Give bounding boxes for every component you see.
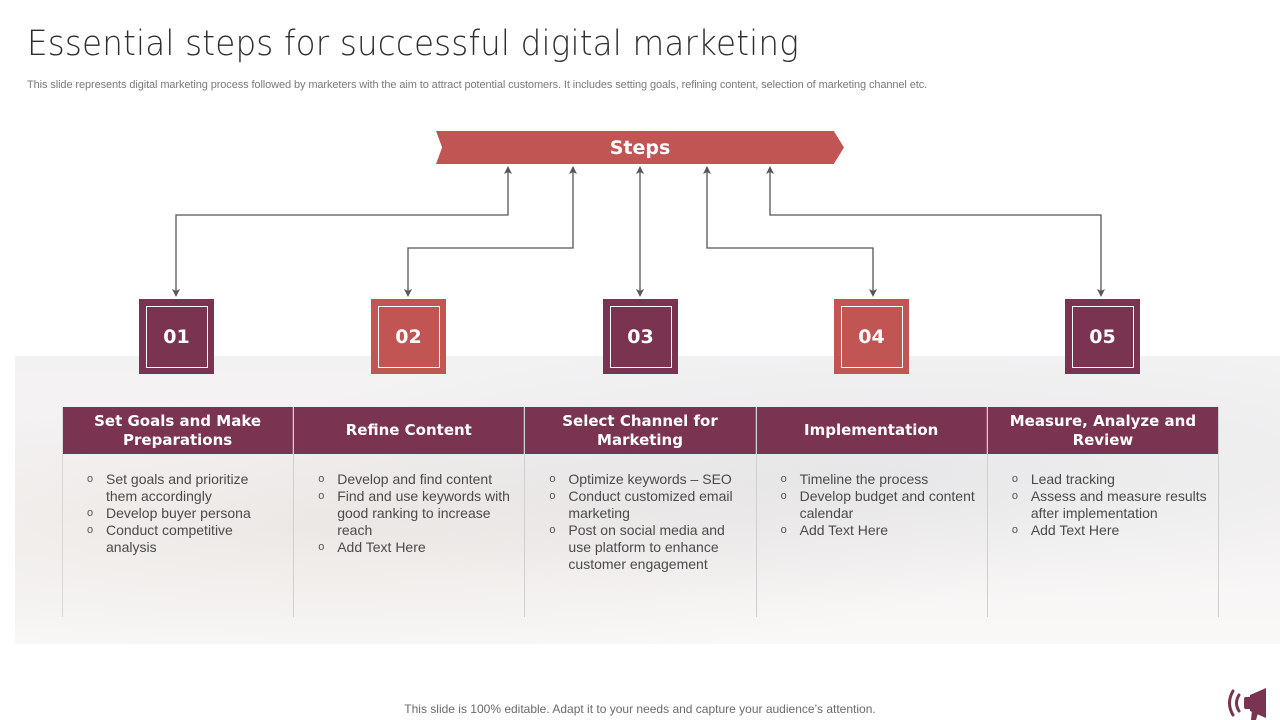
step-column-03: Select Channel for Marketing Optimize ke…	[525, 407, 757, 617]
step-heading: Measure, Analyze and Review	[987, 407, 1219, 454]
step-column-05: Measure, Analyze and Review Lead trackin…	[987, 407, 1220, 617]
list-item: Develop buyer persona	[87, 505, 283, 522]
list-item: Conduct competitive analysis	[87, 522, 283, 556]
step-heading: Implementation	[756, 407, 987, 454]
list-item: Develop and find content	[318, 471, 514, 488]
slide-title: Essential steps for successful digital m…	[27, 24, 799, 64]
step-heading: Set Goals and Make Preparations	[63, 407, 294, 454]
connector-05	[766, 166, 1105, 297]
step-number-box-05: 05	[1065, 299, 1140, 374]
slide-subtitle: This slide represents digital marketing …	[27, 79, 928, 91]
step-number-box-04: 04	[834, 299, 909, 374]
step-number: 05	[1071, 305, 1134, 368]
list-item: Timeline the process	[781, 471, 977, 488]
step-bullet-list: Develop and find content Find and use ke…	[318, 471, 514, 556]
step-bullet-list: Set goals and prioritize them accordingl…	[87, 471, 283, 556]
list-item: Assess and measure results after impleme…	[1012, 488, 1208, 522]
step-number-box-03: 03	[603, 299, 678, 374]
step-column-02: Refine Content Develop and find content …	[294, 407, 526, 617]
step-number: 04	[840, 305, 903, 368]
step-number: 03	[609, 305, 672, 368]
list-item: Find and use keywords with good ranking …	[318, 488, 514, 539]
step-bullet-list: Lead tracking Assess and measure results…	[1012, 471, 1208, 539]
list-item: Add Text Here	[1012, 522, 1208, 539]
connector-02	[404, 166, 577, 297]
step-column-01: Set Goals and Make Preparations Set goal…	[62, 407, 295, 617]
list-item: Develop budget and content calendar	[781, 488, 977, 522]
steps-table: Set Goals and Make Preparations Set goal…	[62, 407, 1220, 617]
step-number: 01	[145, 305, 208, 368]
connector-01	[172, 166, 512, 297]
megaphone-icon	[1228, 688, 1266, 720]
list-item: Set goals and prioritize them accordingl…	[87, 471, 283, 505]
step-heading: Select Channel for Marketing	[525, 407, 756, 454]
connector-04	[703, 166, 877, 297]
steps-banner: Steps	[436, 131, 844, 164]
list-item: Add Text Here	[781, 522, 977, 539]
step-heading: Refine Content	[294, 407, 525, 454]
list-item: Add Text Here	[318, 539, 514, 556]
list-item: Conduct customized email marketing	[549, 488, 745, 522]
step-bullet-list: Optimize keywords – SEO Conduct customiz…	[549, 471, 745, 573]
list-item: Lead tracking	[1012, 471, 1208, 488]
footer-note: This slide is 100% editable. Adapt it to…	[404, 702, 876, 716]
step-number-box-01: 01	[139, 299, 214, 374]
step-column-04: Implementation Timeline the process Deve…	[756, 407, 988, 617]
list-item: Post on social media and use platform to…	[549, 522, 745, 573]
steps-banner-label: Steps	[609, 136, 671, 159]
step-number-box-02: 02	[371, 299, 446, 374]
step-bullet-list: Timeline the process Develop budget and …	[781, 471, 977, 539]
step-number: 02	[377, 305, 440, 368]
list-item: Optimize keywords – SEO	[549, 471, 745, 488]
